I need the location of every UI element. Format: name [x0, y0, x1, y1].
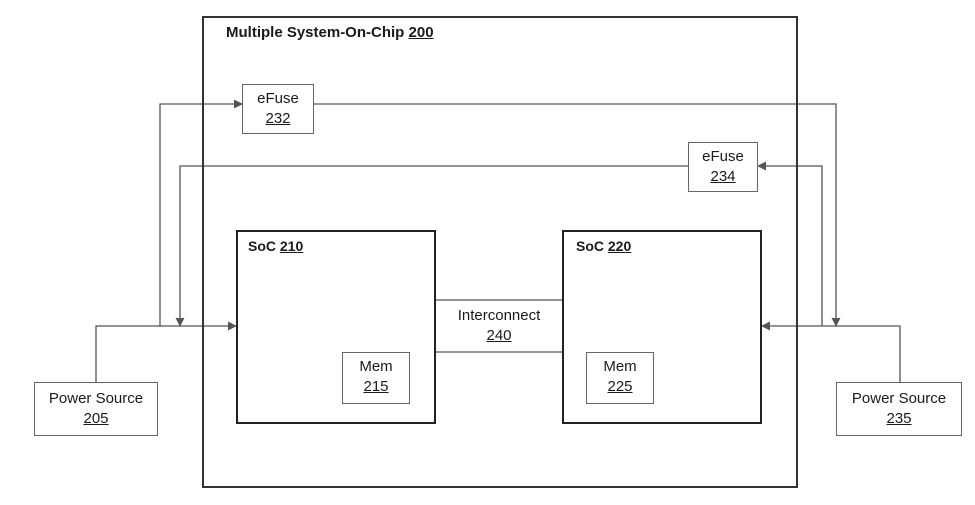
- power-source-235-ref: 235: [886, 410, 912, 427]
- soc-210-title: SoC 210: [248, 238, 303, 254]
- efuse-234-label: eFuse: [702, 148, 744, 165]
- interconnect-ref: 240: [486, 327, 512, 344]
- mem-215-label: Mem: [359, 358, 393, 375]
- wire-efuse-232-to-soc-b: [314, 103, 841, 327]
- efuse-232-ref: 232: [265, 110, 291, 127]
- soc-220-ref: 220: [607, 238, 632, 254]
- mem-215-ref: 215: [363, 378, 389, 395]
- power-source-205-label: Power Source: [48, 390, 144, 407]
- soc-220-title: SoC 220: [576, 238, 631, 254]
- power-source-235: Power Source 235: [836, 382, 962, 436]
- mem-225-ref: 225: [607, 378, 633, 395]
- interconnect-240: Interconnect 240: [440, 304, 558, 348]
- wire-power-b-to-efuse-234: [757, 161, 823, 326]
- soc-220-label: SoC: [576, 238, 604, 254]
- multi-soc-title: Multiple System-On-Chip 200: [226, 24, 434, 41]
- interconnect-label: Interconnect: [457, 307, 541, 324]
- efuse-234: eFuse 234: [688, 142, 758, 192]
- power-source-235-label: Power Source: [851, 390, 947, 407]
- multi-soc-container: [202, 16, 798, 488]
- efuse-234-ref: 234: [710, 168, 736, 185]
- soc-210-ref: 210: [279, 238, 304, 254]
- wire-power-a-to-soc-a: [95, 321, 237, 382]
- multi-soc-ref: 200: [408, 24, 434, 41]
- power-source-205-ref: 205: [83, 410, 109, 427]
- soc-210-label: SoC: [248, 238, 276, 254]
- wire-efuse-234-to-soc-a: [175, 165, 688, 327]
- wire-power-b-to-soc-b: [761, 321, 901, 382]
- multi-soc-label: Multiple System-On-Chip: [226, 24, 405, 41]
- mem-225-label: Mem: [603, 358, 637, 375]
- efuse-232: eFuse 232: [242, 84, 314, 134]
- mem-225: Mem 225: [586, 352, 654, 404]
- mem-215: Mem 215: [342, 352, 410, 404]
- efuse-232-label: eFuse: [257, 90, 299, 107]
- power-source-205: Power Source 205: [34, 382, 158, 436]
- wire-power-a-to-efuse-232: [159, 99, 243, 326]
